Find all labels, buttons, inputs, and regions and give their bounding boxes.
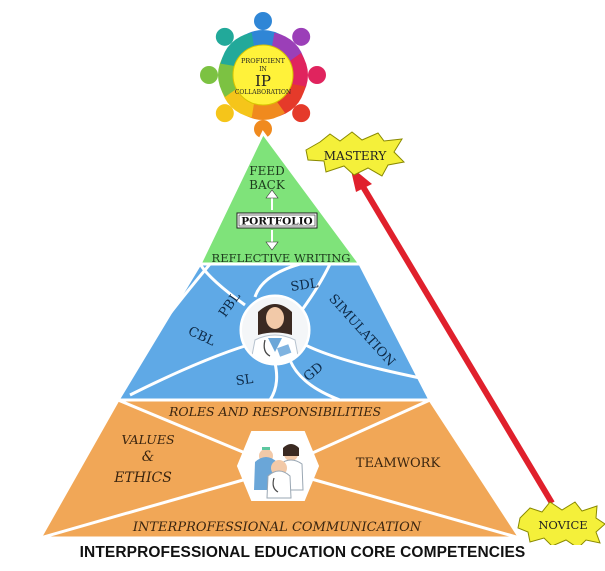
healthcare-team-icon xyxy=(254,444,304,499)
mastery-burst-shape xyxy=(305,131,406,177)
ip-collaboration-logo: PROFICIENT IN IP COLLABORATION xyxy=(200,12,326,138)
method-sdl: SDL xyxy=(290,276,320,295)
reflective-writing-label: REFLECTIVE WRITING xyxy=(212,251,351,265)
novice-burst-shape xyxy=(517,501,605,545)
tier-middle: PBL SDL SIMULATION CBL GD SL xyxy=(115,262,433,402)
logo-text-line1: PROFICIENT xyxy=(241,57,286,65)
values-label: VALUES xyxy=(121,432,174,447)
pyramid: FEED BACK PORTFOLIO REFLECTIVE WRITING xyxy=(37,130,523,540)
feedback-label-line1: FEED xyxy=(249,164,284,178)
ethics-label: ETHICS xyxy=(113,470,172,486)
novice-burst: NOVICE xyxy=(517,501,605,545)
portfolio-label: PORTFOLIO xyxy=(241,216,312,228)
tier-bottom: ROLES AND RESPONSIBILITIES VALUES & ETHI… xyxy=(37,398,523,540)
ampersand-label: & xyxy=(142,449,154,465)
people-circle-icon xyxy=(200,12,326,138)
down-arrow-icon xyxy=(265,230,279,251)
logo-text-line3: IP xyxy=(255,72,271,90)
up-arrow-icon xyxy=(265,189,279,210)
portfolio-box xyxy=(236,212,318,229)
feedback-label-line2: BACK xyxy=(249,178,286,192)
logo-text-line2: IN xyxy=(259,66,267,73)
competency-dividers xyxy=(40,400,520,538)
mastery-label: MASTERY xyxy=(324,149,388,163)
novice-label: NOVICE xyxy=(538,518,587,532)
interprofessional-communication-label: INTERPROFESSIONAL COMMUNICATION xyxy=(132,520,422,535)
mastery-burst: MASTERY xyxy=(305,131,406,177)
doctor-icon xyxy=(242,297,308,363)
roles-responsibilities-label: ROLES AND RESPONSIBILITIES xyxy=(168,404,381,419)
figure-caption: INTERPROFESSIONAL EDUCATION CORE COMPETE… xyxy=(79,544,526,561)
method-sl: SL xyxy=(235,372,255,389)
logo-text-line4: COLLABORATION xyxy=(235,89,291,96)
teamwork-label: TEAMWORK xyxy=(356,456,441,471)
